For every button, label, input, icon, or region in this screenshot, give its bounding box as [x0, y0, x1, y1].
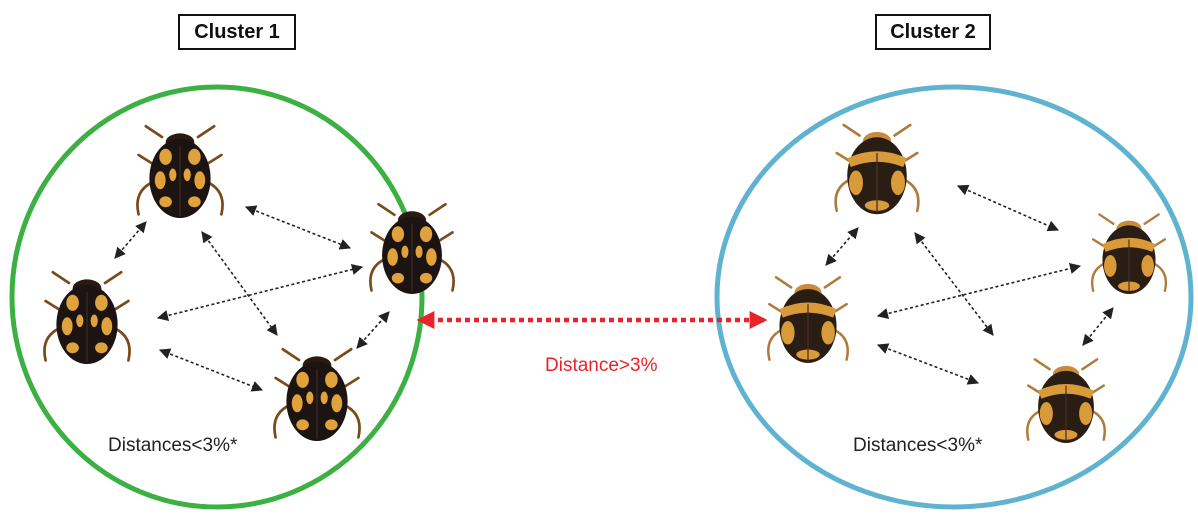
beetle-icon [370, 204, 453, 294]
beetle-icon [137, 126, 222, 218]
pairwise-arrow [958, 186, 1058, 230]
pairwise-arrow [160, 350, 262, 390]
beetle-icon [836, 125, 919, 214]
pairwise-arrow [158, 267, 362, 318]
inter-cluster-distance-label: Distance>3% [545, 355, 657, 377]
beetle-icon [1027, 359, 1105, 443]
pairwise-arrow [878, 266, 1080, 316]
beetle-icon [44, 272, 129, 364]
cluster-1-distance-note: Distances<3%* [108, 435, 237, 457]
cluster-2-label: Cluster 2 [875, 14, 991, 50]
pairwise-arrow [246, 207, 350, 248]
pairwise-arrow [1083, 308, 1113, 345]
pairwise-arrow [915, 233, 993, 335]
pairwise-arrow [357, 312, 389, 348]
pairwise-arrow [826, 228, 858, 265]
beetle-icon [274, 349, 359, 441]
pairwise-arrow [115, 222, 146, 258]
cluster-1-label: Cluster 1 [178, 14, 296, 50]
pairwise-arrow [202, 232, 277, 335]
pairwise-arrow [878, 345, 978, 383]
beetle-icon [1092, 214, 1166, 294]
cluster-2-distance-note: Distances<3%* [853, 435, 982, 457]
beetle-icon [768, 277, 847, 363]
